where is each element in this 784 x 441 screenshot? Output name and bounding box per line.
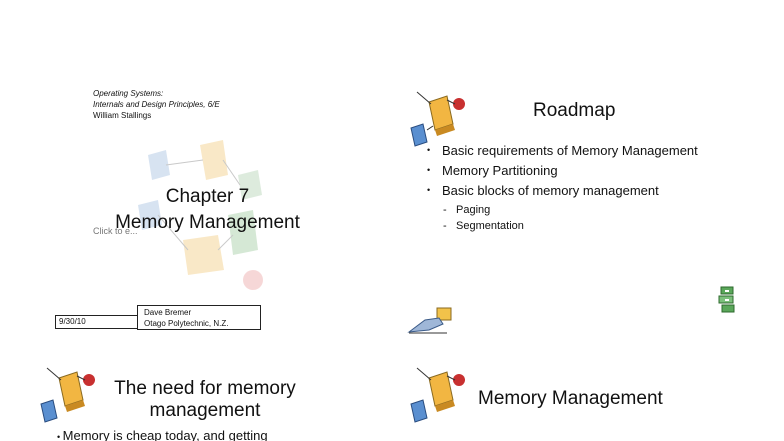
network-clipart-icon xyxy=(410,91,465,147)
presenter-name: Dave Bremer xyxy=(144,308,192,317)
book-subtitle: Internals and Design Principles, 6/E xyxy=(93,100,220,109)
slide-need-for-memory-management[interactable]: The need for memory management Memory is… xyxy=(35,358,335,441)
slide-heading: The need for memory management xyxy=(105,378,305,422)
slide-heading: Memory Management xyxy=(478,388,663,409)
network-clipart-icon xyxy=(410,367,465,423)
date-box: 9/30/10 xyxy=(55,315,140,329)
faded-network-art xyxy=(138,140,263,290)
slide-roadmap[interactable]: Roadmap Basic requirements of Memory Man… xyxy=(405,80,745,335)
sub-bullet-item: Paging xyxy=(427,202,727,218)
slide-date: 9/30/10 xyxy=(59,317,86,326)
heading-line: The need for memory xyxy=(114,378,296,399)
bullet-item: Memory Partitioning xyxy=(427,162,727,179)
chapter-heading: Chapter 7 Memory Management xyxy=(50,184,365,236)
book-author: William Stallings xyxy=(93,111,152,120)
slide-memory-management[interactable]: Memory Management xyxy=(405,358,745,441)
presenter-institution: Otago Polytechnic, N.Z. xyxy=(144,319,229,328)
book-title: Operating Systems: xyxy=(93,89,164,98)
book-info: Operating Systems: Internals and Design … xyxy=(93,88,220,121)
hand-clipart-icon xyxy=(407,307,452,334)
sub-bullet-item: Segmentation xyxy=(427,218,727,234)
bullet-item: Basic requirements of Memory Management xyxy=(427,142,727,159)
stacked-blocks-icon xyxy=(718,286,735,313)
slide-title[interactable]: Operating Systems: Internals and Design … xyxy=(50,80,270,335)
chapter-number: Chapter 7 xyxy=(165,186,250,207)
network-clipart-icon xyxy=(40,367,95,423)
heading-line: management xyxy=(149,400,261,421)
bullet-item: Memory is cheap today, and getting xyxy=(57,428,268,441)
chapter-title: Memory Management xyxy=(115,212,300,233)
presenter-box: Dave Bremer Otago Polytechnic, N.Z. xyxy=(137,305,261,330)
roadmap-bullets: Basic requirements of Memory Management … xyxy=(427,142,727,234)
roadmap-title: Roadmap xyxy=(533,100,616,121)
click-hint: Click to e... xyxy=(93,226,138,236)
bullet-item: Basic blocks of memory management xyxy=(427,182,727,199)
chapter-heading-area: Chapter 7 Memory Management xyxy=(50,80,365,240)
